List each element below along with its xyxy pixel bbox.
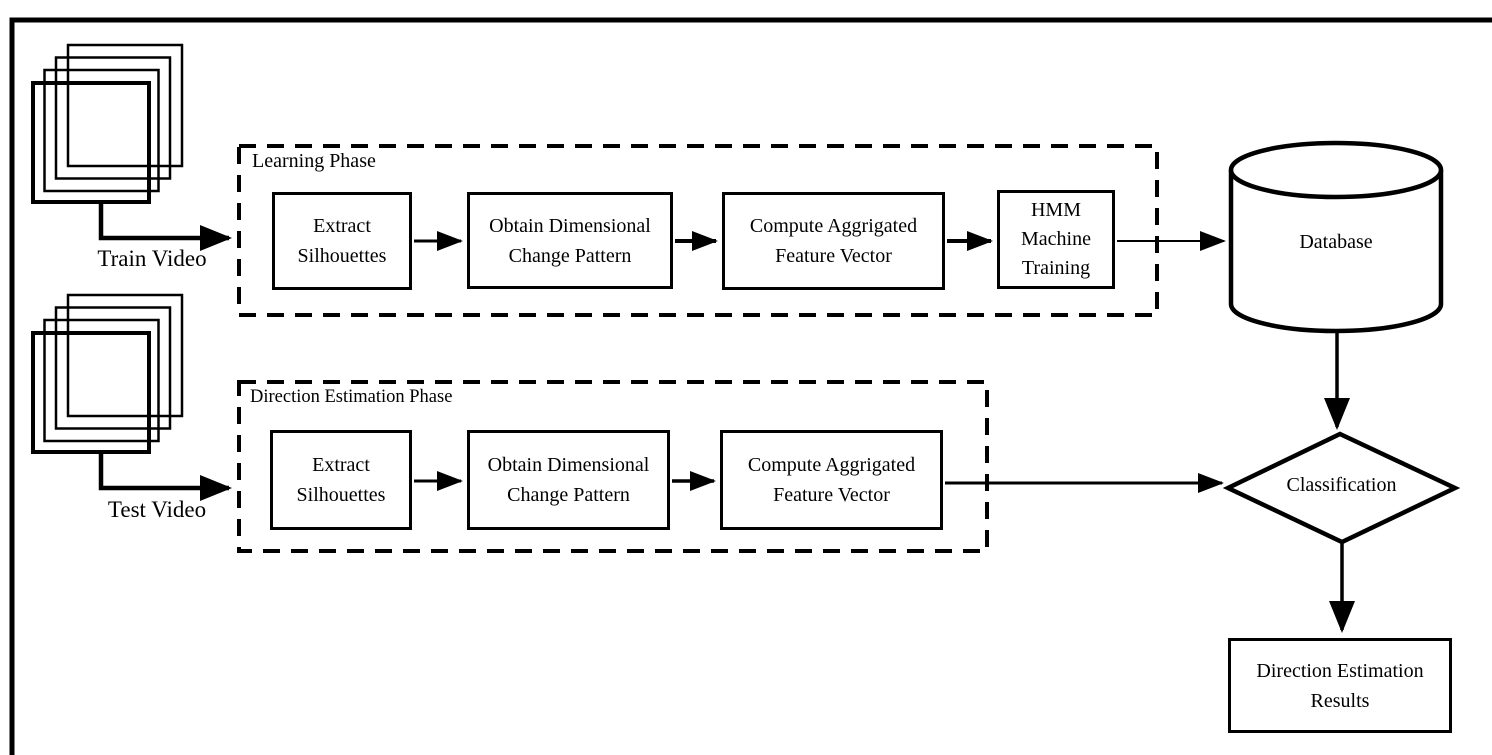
page-frame-border xyxy=(9,17,1492,755)
direction-step-compute-aggrigated-feature-vector: Compute Aggrigated Feature Vector xyxy=(720,430,943,530)
database-cylinder xyxy=(1228,140,1444,334)
learning-phase-container xyxy=(237,144,1159,317)
learning-step-obtain-dimensional-change-pattern: Obtain Dimensional Change Pattern xyxy=(467,192,673,289)
classification-label: Classification xyxy=(1286,474,1397,496)
arrow-test-video-to-direction xyxy=(98,452,232,501)
test-video-frames-icon xyxy=(31,293,184,454)
learning-step-compute-aggrigated-feature-vector: Compute Aggrigated Feature Vector xyxy=(722,192,945,290)
train-video-frames-icon xyxy=(31,43,184,204)
learning-phase-label: Learning Phase xyxy=(252,150,376,172)
classification-diamond xyxy=(1222,431,1461,545)
direction-phase-container xyxy=(237,380,989,553)
database-cylinder-top xyxy=(1228,140,1444,200)
arrow-train-video-to-learning xyxy=(98,202,232,251)
direction-step-extract-silhouettes: Extract Silhouettes xyxy=(270,430,412,530)
learning-step-extract-silhouettes: Extract Silhouettes xyxy=(272,192,412,290)
direction-estimation-results-box: Direction Estimation Results xyxy=(1228,638,1452,733)
database-label: Database xyxy=(1299,231,1373,253)
test-video-label: Test Video xyxy=(107,497,207,522)
direction-step-obtain-dimensional-change-pattern: Obtain Dimensional Change Pattern xyxy=(467,430,670,530)
direction-phase-label: Direction Estimation Phase xyxy=(250,387,453,407)
train-video-label: Train Video xyxy=(97,246,207,271)
flow-arrows xyxy=(98,202,1355,633)
database-cylinder-body xyxy=(1228,170,1444,334)
learning-step-hmm-machine-training: HMM Machine Training xyxy=(997,190,1115,289)
